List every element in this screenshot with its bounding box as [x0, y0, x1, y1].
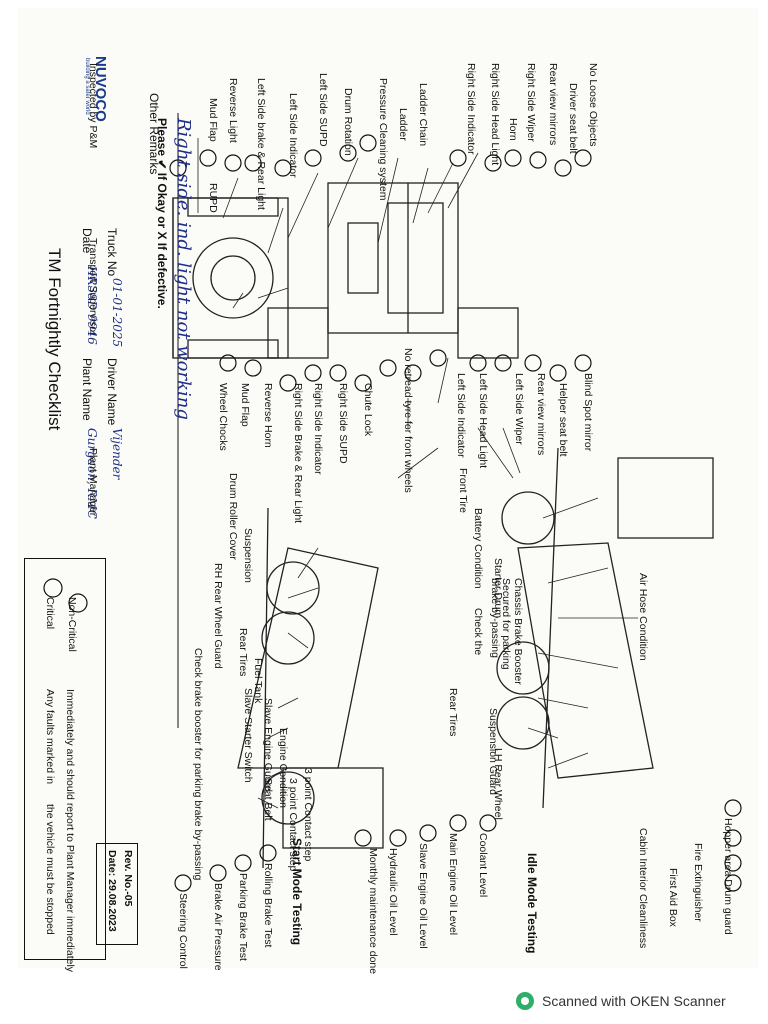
label-battery: Battery Condition: [472, 508, 484, 589]
remarks-value: Right side. ind. light not working: [173, 118, 194, 420]
item-reverse-light: Reverse Light: [227, 78, 239, 143]
idle-coolant-level: Coolant Level: [477, 833, 489, 898]
upper-drum: [517, 542, 654, 779]
item-left-side-indicator: Left Side Indicator: [455, 373, 467, 458]
rev-no: Rev. No.-05: [122, 850, 134, 907]
notice-text-a: Any faults marked in: [44, 689, 56, 785]
item-helper-seat-belt: Helper seat belt: [557, 383, 569, 457]
item-right-side-indicator: Right Side Indicator: [465, 63, 477, 155]
idle-mode-title: Idle Mode Testing: [525, 853, 539, 954]
label-front-tire: Front Tire: [457, 468, 469, 513]
driver-value: Vijender: [110, 428, 124, 480]
idle-monthly-maintenance: Monthly maintenance done: [367, 848, 379, 975]
scanner-logo-icon: [516, 992, 534, 1010]
item-rear-view-mirrors: Rear view mirrors: [547, 63, 559, 146]
item-right-side-supd: Right Side SUPD: [337, 383, 349, 464]
item-right-side-wiper: Right Side Wiper: [525, 63, 537, 142]
upper-cab: [617, 457, 714, 539]
start-mode-title: Start Mode Testing: [290, 838, 304, 946]
item-ladder: Ladder: [397, 108, 409, 141]
transport-supervisor: Transport Supervisor: [87, 238, 99, 336]
notice-text-b: the vehicle must be stopped: [44, 804, 56, 935]
item-drum-rotation: Drum Rotation: [342, 88, 354, 156]
upper-front-wheel: [501, 491, 555, 545]
start-parking-brake: Parking Brake Test: [237, 873, 249, 961]
item-left-side-brake: Left Side brake & Rear Light: [255, 78, 267, 210]
idle-slave-engine-oil: Slave Engine Oil Level: [417, 843, 429, 949]
item-no-retread-tyre: No retread tyre for front wheels: [402, 348, 414, 493]
plant-label: Plant Name: [80, 358, 94, 421]
other-remarks-label: Other Remarks: [147, 93, 161, 175]
item-no-loose-objects: No Loose Objects: [587, 63, 599, 147]
item-horn: Horn: [507, 118, 519, 141]
label-slave-starter: Slave Starter Switch: [242, 688, 254, 783]
lower-drum: [237, 547, 379, 769]
item-chute-lock: Chute Lock: [362, 383, 374, 437]
label-chassis-brake: Chassis Brake Booster Secured for parkin…: [488, 578, 524, 685]
item-mud-flap-left: Mud Flap: [207, 98, 219, 142]
item-blind-spot-mirror: Blind Spot mirror: [582, 373, 594, 452]
inspected-by: Inspected by P&M: [87, 63, 99, 149]
label-air-hose: Air Hose Condition: [637, 573, 649, 661]
vehicle-drawings: [43, 113, 742, 892]
notice-text-c: Immediately and should report to Plant M…: [64, 689, 76, 973]
item-mud-flap-right: Mud Flap: [239, 383, 251, 427]
item-ladder-chain: Ladder Chain: [417, 83, 429, 147]
front-cab-outline: [327, 182, 459, 334]
label-rear-tires-upper: Rear Tires: [447, 688, 459, 737]
item-left-side-wiper: Left Side Wiper: [513, 373, 525, 445]
truck-label: Truck No: [105, 228, 119, 277]
legend-critical: Critical: [44, 597, 56, 630]
item-reverse-horn: Reverse Horn: [262, 383, 274, 448]
item-right-side-indicator-rear: Right Side Indicator: [312, 383, 324, 475]
item-wheel-chocks: Wheel Chocks: [217, 383, 229, 451]
plant-manager: Plant Manager: [87, 448, 99, 517]
item-rupd: RUPD: [207, 183, 219, 213]
label-suspension: Suspension: [242, 528, 254, 583]
idle-cabin-interior: Cabin Interior Cleanliness: [637, 828, 649, 949]
driver-label: Driver Name: [105, 358, 119, 426]
start-rolling-brake: Rolling Brake Test: [262, 863, 274, 948]
revision-box: Rev. No.-05 Date: 29.08.2023: [96, 843, 138, 945]
idle-main-engine-oil: Main Engine Oil Level: [447, 833, 459, 936]
label-check-brake-booster: Check brake booster for parking brake by…: [192, 648, 204, 881]
item-pressure-cleaning: Pressure Cleaning system: [377, 78, 389, 201]
start-steering-control: Steering Control: [177, 893, 189, 969]
label-rear-tires-lower: Rear Tires: [237, 628, 249, 677]
label-drum-roller-cover: Drum Roller Cover: [227, 473, 239, 560]
idle-fire-extinguisher: Fire Extinguisher: [692, 843, 704, 922]
item-right-side-head-light: Right Side Head Light: [489, 63, 501, 166]
label-lh-rear-wheel: LH Rear Wheel: [492, 748, 504, 820]
item-left-side-head-light: Left Side Head Light: [477, 373, 489, 469]
page-title: TM Fortnightly Checklist: [45, 248, 64, 431]
rotated-form: NUVOCO building a safer world TM Fortnig…: [18, 8, 758, 974]
truck-value: 01-01-2025: [110, 278, 124, 348]
label-rh-rear-wheel-guard: RH Rear Wheel Guard: [212, 563, 224, 669]
checklist-paper: NUVOCO building a safer world TM Fortnig…: [18, 8, 758, 974]
scanner-text: Scanned with OKEN Scanner: [542, 993, 726, 1009]
item-right-side-brake: Right Side Brake & Rear Light: [292, 383, 304, 524]
item-left-side-supd: Left Side SUPD: [317, 73, 329, 147]
start-brake-air-pressure: Brake Air Pressure: [212, 883, 224, 971]
legend-noncritical: Non-Critical: [66, 597, 78, 652]
idle-hopper-drum-guard: Hopper area Drum guard: [722, 818, 734, 935]
scanner-watermark: Scanned with OKEN Scanner: [516, 990, 726, 1012]
legend-box: Critical Non-Critical Any faults marked …: [24, 558, 106, 972]
item-driver-seat-belt: Driver seat belt: [567, 83, 579, 154]
item-rear-view-mirrors-right: Rear view mirrors: [535, 373, 547, 456]
idle-hydraulic-oil: Hydraulic Oil Level: [387, 848, 399, 936]
label-seat-belt: Seat Belt: [262, 778, 274, 821]
rev-date: Date: 29.08.2023: [106, 850, 118, 932]
idle-first-aid-box: First Aid Box: [667, 868, 679, 927]
item-left-side-indicator: Left Side Indicator: [287, 93, 299, 178]
label-check-the: Check the: [472, 608, 484, 656]
